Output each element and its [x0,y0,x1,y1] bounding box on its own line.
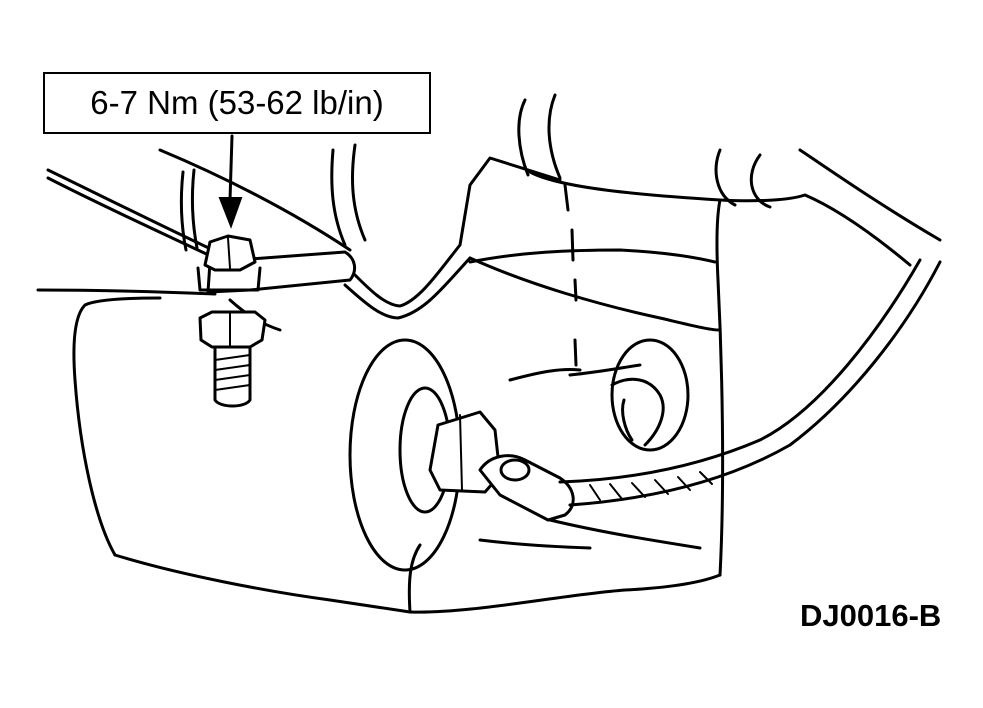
bracket-bolt-top [196,234,262,292]
ground-terminal-boss [348,258,942,572]
torque-spec-callout: 6-7 Nm (53-62 lb/in) [43,72,431,134]
torque-pointer-arrow [218,134,243,229]
torque-spec-label: 6-7 Nm (53-62 lb/in) [90,84,384,121]
bracket-body [36,148,725,614]
bracket-bolt-bottom [198,310,267,408]
figure-id-label: DJ0016-B [800,598,942,633]
upper-structure [179,93,942,267]
